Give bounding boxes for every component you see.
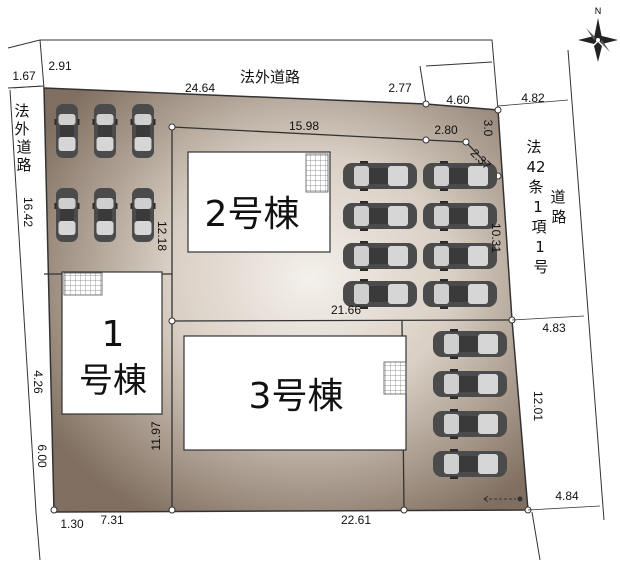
car (54, 104, 80, 158)
road-east-char: 法 (526, 138, 541, 156)
dimension-label: 1.30 (60, 517, 84, 531)
road-east-label: 法 42 条 1 項 1 号 道 路 (526, 138, 566, 276)
building-2-label: 2号棟 (205, 194, 300, 235)
road-west-char: 路 (16, 156, 31, 174)
road-east-char: 42 (526, 158, 545, 176)
car (423, 279, 497, 309)
car (343, 201, 417, 231)
dimension-label: 4.26 (31, 370, 45, 394)
road-east-char: 1 (533, 198, 543, 216)
dimension-label: 6.00 (35, 444, 49, 468)
car (423, 241, 497, 271)
car (343, 241, 417, 271)
dimension-label: 2.91 (48, 59, 72, 73)
dimension-label: 16.42 (21, 197, 35, 227)
direction-arrow-icon (483, 495, 523, 503)
compass-label: N (595, 6, 602, 16)
building-2: 2号棟 (187, 151, 331, 253)
car (130, 188, 156, 242)
dimension-labels: 2.91 1.67 24.64 2.77 4.60 4.82 15.98 2.8… (12, 59, 579, 531)
car (130, 104, 156, 158)
dimension-label: 4.84 (555, 489, 579, 503)
dimension-label: 22.61 (341, 513, 371, 527)
road-west-char: 外 (14, 120, 29, 138)
dimension-label: 4.83 (542, 321, 566, 335)
road-west-char: 道 (16, 138, 31, 156)
road-west-label: 法 外 道 路 (14, 102, 31, 174)
car (92, 104, 118, 158)
dimension-lines (13, 85, 601, 511)
dimension-label: 1.67 (12, 69, 36, 83)
dimension-label: 11.97 (149, 421, 163, 450)
dimension-label: 24.64 (185, 81, 215, 95)
car (433, 409, 507, 439)
dimension-label: 12.01 (531, 391, 545, 421)
dimension-label: 21.66 (331, 303, 361, 317)
car (54, 188, 80, 242)
dimension-label: 15.98 (289, 119, 319, 133)
building-1-number: 1 (102, 314, 125, 355)
dimension-label: 2.77 (388, 81, 412, 95)
dimension-label: 4.82 (521, 91, 545, 105)
dimension-label: 7.31 (100, 513, 124, 527)
outer-boundary-lines (7, 39, 605, 561)
dimension-label: 12.18 (155, 221, 169, 251)
car (433, 329, 507, 359)
car (433, 369, 507, 399)
road-east-char: 道 (550, 188, 565, 206)
car (343, 161, 417, 191)
road-east-char: 1 (535, 238, 545, 256)
road-east-char: 項 (531, 218, 546, 236)
car (92, 188, 118, 242)
dimension-label: 10.31 (489, 223, 503, 253)
north-compass-icon: N (578, 6, 618, 62)
dimension-label: 4.60 (446, 93, 470, 107)
building-3: 3号棟 (183, 335, 407, 451)
dimension-label: 2.80 (434, 123, 458, 137)
road-east-char: 条 (528, 178, 543, 196)
dimension-label: 3.0 (481, 120, 495, 137)
road-east-char: 号 (533, 258, 548, 276)
building-1-label: 号棟 (79, 361, 147, 401)
car (423, 201, 497, 231)
building-1: 1 号棟 (61, 271, 163, 415)
boundary-points (50, 100, 532, 514)
road-west-char: 法 (14, 102, 29, 120)
road-east-char: 路 (551, 208, 566, 226)
car (433, 449, 507, 479)
building-3-label: 3号棟 (249, 376, 344, 417)
road-north-label: 法外道路 (240, 68, 300, 86)
